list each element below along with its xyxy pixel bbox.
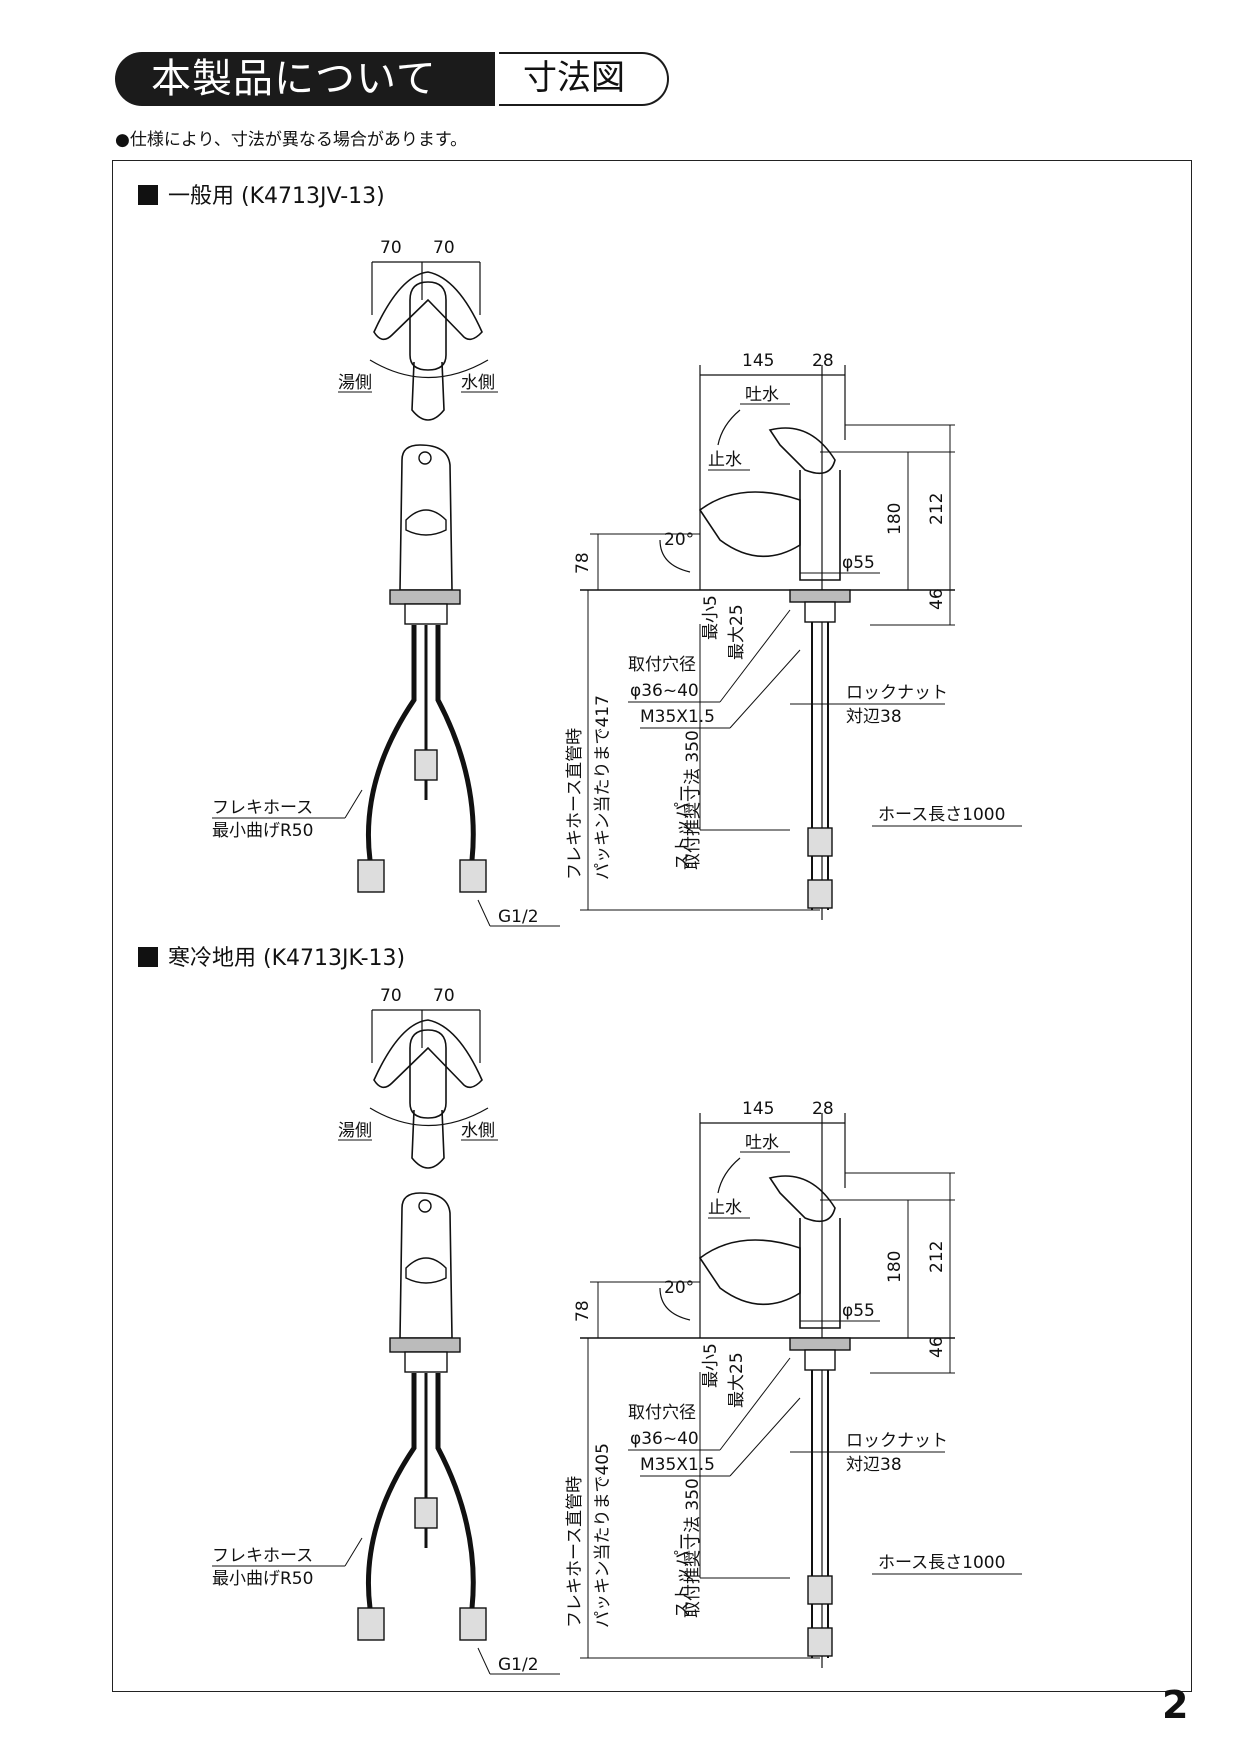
dim-label-78: 78 bbox=[573, 1300, 593, 1322]
section-title-general: 一般用 (K4713JV-13) bbox=[138, 178, 385, 210]
thread-m35-label: M35X1.5 bbox=[640, 1455, 715, 1475]
dim-label-70-left: 70 bbox=[380, 986, 402, 1006]
dim-label-46: 46 bbox=[927, 588, 947, 610]
stop-label: 止水 bbox=[708, 450, 742, 470]
spout-label: 吐水 bbox=[745, 385, 779, 405]
dim-label-70-right: 70 bbox=[433, 986, 455, 1006]
dim-label-145: 145 bbox=[742, 351, 774, 371]
min-bend-label: 最小曲げR50 bbox=[212, 1569, 313, 1589]
diameter-55-label: φ55 bbox=[842, 553, 875, 573]
mount-hole-label: 取付穴径 bbox=[628, 1403, 696, 1423]
drawing-frame bbox=[112, 160, 1192, 1692]
spec-note: ●仕様により、寸法が異なる場合があります。 bbox=[115, 130, 468, 150]
angle-20-label: 20° bbox=[664, 530, 694, 550]
top-view: 70 70 湯側 水側 bbox=[338, 238, 498, 421]
hot-side-label: 湯側 bbox=[338, 1121, 372, 1141]
dim-label-78: 78 bbox=[573, 552, 593, 574]
dim-label-145: 145 bbox=[742, 1099, 774, 1119]
angle-20-label: 20° bbox=[664, 1278, 694, 1298]
stopper-label: ストッパー bbox=[673, 785, 693, 870]
packing-dimension-label: パッキン当たりまで417 bbox=[593, 695, 613, 880]
packing-dimension-label: パッキン当たりまで405 bbox=[593, 1443, 613, 1628]
flex-hose-label: フレキホース bbox=[212, 798, 313, 818]
header-title: 本製品について bbox=[115, 52, 495, 106]
cold-side-label: 水側 bbox=[461, 1121, 495, 1141]
square-bullet-icon bbox=[138, 947, 158, 967]
dim-label-180: 180 bbox=[885, 1251, 905, 1283]
thread-g12-label: G1/2 bbox=[498, 907, 539, 927]
flex-hose-label: フレキホース bbox=[212, 1546, 313, 1566]
square-bullet-icon bbox=[138, 185, 158, 205]
hole-diameter-label: φ36~40 bbox=[630, 681, 699, 701]
dim-label-70-right: 70 bbox=[433, 238, 455, 258]
hose-straight-label: フレキホース直管時 bbox=[565, 728, 585, 880]
min5-label: 最小5 bbox=[701, 595, 721, 640]
locknut-label: ロックナット bbox=[846, 683, 948, 703]
min-bend-label: 最小曲げR50 bbox=[212, 821, 313, 841]
stopper-label: ストッパー bbox=[673, 1533, 693, 1618]
dim-label-46: 46 bbox=[927, 1336, 947, 1358]
across-flats-label: 対辺38 bbox=[846, 707, 902, 727]
top-view: 70 70 湯側 水側 bbox=[338, 986, 498, 1169]
stop-label: 止水 bbox=[708, 1198, 742, 1218]
hole-diameter-label: φ36~40 bbox=[630, 1429, 699, 1449]
page-header: 本製品について 寸法図 bbox=[115, 52, 670, 106]
page-number: 2 bbox=[1162, 1683, 1189, 1727]
diameter-55-label: φ55 bbox=[842, 1301, 875, 1321]
spout-label: 吐水 bbox=[745, 1133, 779, 1153]
thread-g12-label: G1/2 bbox=[498, 1655, 539, 1675]
max25-label: 最大25 bbox=[727, 1352, 747, 1408]
hose-length-label: ホース長さ1000 bbox=[878, 1553, 1005, 1573]
dim-label-212: 212 bbox=[927, 493, 947, 525]
max25-label: 最大25 bbox=[727, 604, 747, 660]
section-title-cold: 寒冷地用 (K4713JK-13) bbox=[138, 940, 405, 972]
hot-side-label: 湯側 bbox=[338, 373, 372, 393]
hose-length-label: ホース長さ1000 bbox=[878, 805, 1005, 825]
dim-label-180: 180 bbox=[885, 503, 905, 535]
locknut-label: ロックナット bbox=[846, 1431, 948, 1451]
stopper-position-label: 取付推奨寸法 350 bbox=[683, 1478, 703, 1618]
across-flats-label: 対辺38 bbox=[846, 1455, 902, 1475]
thread-m35-label: M35X1.5 bbox=[640, 707, 715, 727]
dim-label-28: 28 bbox=[812, 1099, 834, 1119]
mount-hole-label: 取付穴径 bbox=[628, 655, 696, 675]
dim-label-70-left: 70 bbox=[380, 238, 402, 258]
hose-straight-label: フレキホース直管時 bbox=[565, 1476, 585, 1628]
min5-label: 最小5 bbox=[701, 1343, 721, 1388]
stopper-position-label: 取付推奨寸法 350 bbox=[683, 730, 703, 870]
header-subtitle: 寸法図 bbox=[499, 52, 669, 106]
dim-label-212: 212 bbox=[927, 1241, 947, 1273]
cold-side-label: 水側 bbox=[461, 373, 495, 393]
dim-label-28: 28 bbox=[812, 351, 834, 371]
